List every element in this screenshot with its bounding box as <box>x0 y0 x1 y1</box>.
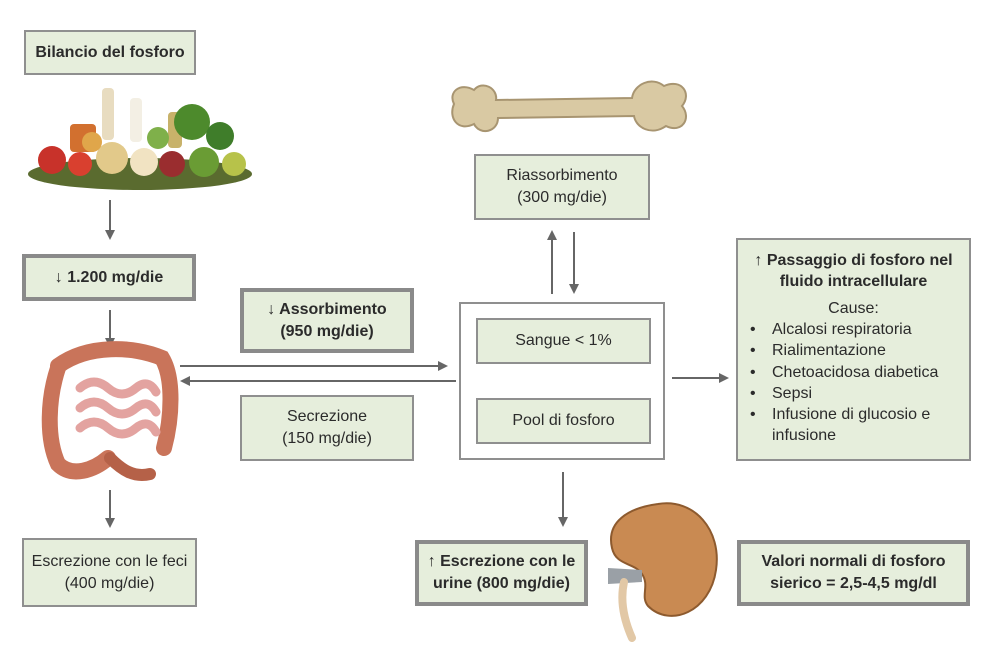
absorption-label: ↓ Assorbimento (950 mg/die) <box>267 300 387 340</box>
reabsorption-label: Riassorbimento (300 mg/die) <box>506 167 618 206</box>
reabsorption-box: Riassorbimento (300 mg/die) <box>474 154 650 220</box>
intake-label: ↓ 1.200 mg/die <box>54 268 164 286</box>
blood-label: Sangue < 1% <box>515 332 612 350</box>
page-title: Bilancio del fosforo <box>35 43 185 61</box>
causes-label: Cause: <box>828 300 879 318</box>
cause-item: Chetoacidosa diabetica <box>750 362 957 383</box>
intracellular-shift-box: ↑ Passaggio di fosforo nel fluido intrac… <box>736 238 971 461</box>
urinary-excretion-box: ↑ Escrezione con le urine (800 mg/die) <box>415 540 588 606</box>
title-box: Bilancio del fosforo <box>24 30 196 75</box>
normal-values-box: Valori normali di fosforo sierico = 2,5-… <box>737 540 970 606</box>
secretion-label: Secrezione (150 mg/die) <box>282 408 372 447</box>
bone-illustration <box>451 80 687 133</box>
kidney-illustration <box>608 502 718 642</box>
cause-item: Infusione di glucosio e infusione <box>750 404 957 446</box>
intestine-illustration <box>41 341 179 481</box>
fecal-excretion-label: Escrezione con le feci (400 mg/die) <box>31 552 188 592</box>
secretion-box: Secrezione (150 mg/die) <box>240 395 414 461</box>
absorption-box: ↓ Assorbimento (950 mg/die) <box>240 288 414 353</box>
pool-box: Pool di fosforo <box>476 398 651 444</box>
normal-values-label: Valori normali di fosforo sierico = 2,5-… <box>761 553 946 592</box>
cause-item: Rialimentazione <box>750 340 957 361</box>
urinary-excretion-label: ↑ Escrezione con le urine (800 mg/die) <box>427 553 576 592</box>
fecal-excretion-box: Escrezione con le feci (400 mg/die) <box>22 538 197 607</box>
cause-item: Alcalosi respiratoria <box>750 319 957 340</box>
intracellular-title: ↑ Passaggio di fosforo nel fluido intrac… <box>754 252 953 291</box>
causes-list: Alcalosi respiratoria Rialimentazione Ch… <box>750 319 957 446</box>
food-illustration <box>28 88 252 190</box>
intake-box: ↓ 1.200 mg/die <box>22 254 196 301</box>
cause-item: Sepsi <box>750 383 957 404</box>
blood-box: Sangue < 1% <box>476 318 651 364</box>
pool-label: Pool di fosforo <box>512 412 615 430</box>
